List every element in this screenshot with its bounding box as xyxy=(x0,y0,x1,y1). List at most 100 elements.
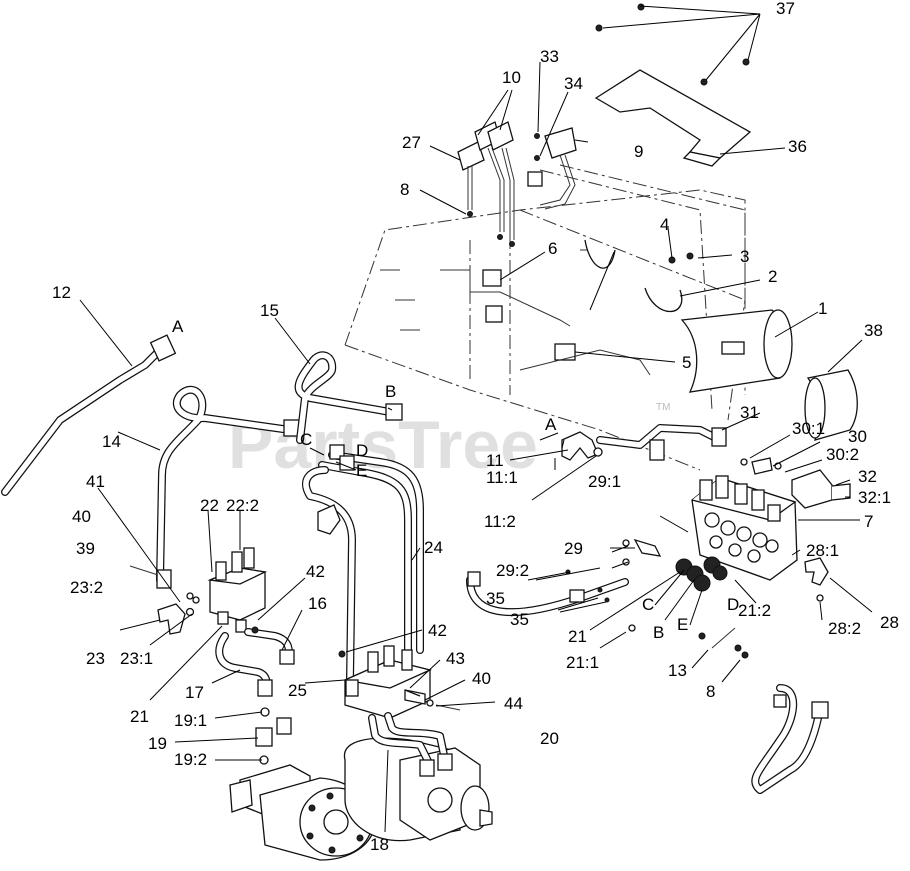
hydraulic-motor-right xyxy=(343,712,493,842)
callout-33: 33 xyxy=(540,47,559,66)
fittings-19 xyxy=(255,707,292,765)
port-letter-b-top: B xyxy=(385,382,396,401)
callout-14: 14 xyxy=(102,432,121,451)
callout-30-1: 30:1 xyxy=(792,419,825,438)
callout-39: 39 xyxy=(76,539,95,558)
leader-lines xyxy=(79,5,873,833)
callout-12: 12 xyxy=(52,283,71,302)
callout-31: 31 xyxy=(740,403,759,422)
callout-21-1: 21:1 xyxy=(566,653,599,672)
callout-11-1: 11:1 xyxy=(486,468,518,487)
callout-40-left: 40 xyxy=(72,507,91,526)
callout-38: 38 xyxy=(864,321,883,340)
callout-27: 27 xyxy=(402,133,421,152)
callout-11-2: 11:2 xyxy=(484,512,516,531)
callout-8-bottom: 8 xyxy=(706,682,715,701)
port-letter-c-bottom: C xyxy=(642,595,654,614)
callout-13: 13 xyxy=(668,661,687,680)
callout-35-upper: 35 xyxy=(486,589,505,608)
callout-18: 18 xyxy=(370,835,389,854)
callout-42-upper: 42 xyxy=(306,562,325,581)
callout-21-right: 21 xyxy=(568,627,587,646)
callout-3: 3 xyxy=(740,247,749,266)
valve-block-25 xyxy=(342,645,432,719)
callout-1: 1 xyxy=(818,299,827,318)
callout-41: 41 xyxy=(86,472,105,491)
callout-11: 11 xyxy=(486,451,504,470)
screws xyxy=(595,3,750,86)
callout-23-2: 23:2 xyxy=(70,578,103,597)
callout-30-2: 30:2 xyxy=(826,445,859,464)
callout-15: 15 xyxy=(260,301,279,320)
callout-8-top: 8 xyxy=(400,180,409,199)
control-levers xyxy=(457,121,577,247)
linkage-parts xyxy=(440,239,694,376)
callout-labels: 1 2 3 4 5 6 7 8 8 9 10 11 11:1 11:2 12 1… xyxy=(52,0,899,854)
port-letter-a-mid: A xyxy=(545,415,557,434)
port-letter-d-bottom: D xyxy=(727,595,739,614)
callout-35-lower: 35 xyxy=(510,610,529,629)
hydraulic-motor-left xyxy=(229,764,376,861)
callout-28: 28 xyxy=(880,613,899,632)
callout-42-lower: 42 xyxy=(428,621,447,640)
callout-24: 24 xyxy=(424,538,443,557)
callout-22: 22 xyxy=(200,496,219,515)
callout-29-1: 29:1 xyxy=(588,472,621,491)
port-letter-d-top: D xyxy=(356,441,368,460)
port-letter-e-bottom: E xyxy=(677,615,688,634)
callout-21-2: 21:2 xyxy=(738,601,771,620)
callout-36: 36 xyxy=(788,137,807,156)
callout-17: 17 xyxy=(185,683,204,702)
callout-19: 19 xyxy=(148,734,167,753)
callout-19-2: 19:2 xyxy=(174,750,207,769)
callout-40-right: 40 xyxy=(472,669,491,688)
elbow-fitting xyxy=(561,431,603,461)
callout-5: 5 xyxy=(682,353,691,372)
callout-32-1: 32:1 xyxy=(858,488,891,507)
callout-37: 37 xyxy=(776,0,795,18)
callout-4: 4 xyxy=(660,215,669,234)
return-tube xyxy=(596,424,727,461)
callout-32: 32 xyxy=(858,467,877,486)
callout-43: 43 xyxy=(446,649,465,668)
callout-2: 2 xyxy=(768,267,777,286)
port-letter-b-bottom: B xyxy=(653,623,664,642)
port-letter-e-top: E xyxy=(356,461,367,480)
tube-24 xyxy=(302,444,424,684)
callout-6: 6 xyxy=(548,239,557,258)
tube-15 xyxy=(294,351,403,444)
callout-25: 25 xyxy=(288,681,307,700)
callout-28-2: 28:2 xyxy=(828,619,861,638)
callout-28-1: 28:1 xyxy=(806,541,839,560)
callout-34: 34 xyxy=(564,74,583,93)
callout-23-1: 23:1 xyxy=(120,649,153,668)
callout-21-left: 21 xyxy=(130,707,149,726)
callout-19-1: 19:1 xyxy=(174,711,207,730)
valve-block-22 xyxy=(207,504,341,633)
top-bracket xyxy=(594,69,752,167)
cylinder xyxy=(680,309,793,393)
hose-12 xyxy=(1,334,177,496)
callout-7: 7 xyxy=(864,512,873,531)
hose-35 xyxy=(466,571,629,617)
control-valve xyxy=(633,457,851,592)
port-letter-a-top: A xyxy=(172,317,184,336)
elbow-23 xyxy=(157,603,195,635)
cylinder-cap xyxy=(804,369,858,441)
hose-28 xyxy=(751,594,829,794)
callout-20: 20 xyxy=(540,729,559,748)
callout-16: 16 xyxy=(308,594,327,613)
callout-9: 9 xyxy=(634,142,643,161)
callout-44: 44 xyxy=(504,694,523,713)
callout-22-2: 22:2 xyxy=(226,496,259,515)
callout-29-2: 29:2 xyxy=(496,561,529,580)
callout-23: 23 xyxy=(86,649,105,668)
callout-30: 30 xyxy=(848,427,867,446)
callout-29: 29 xyxy=(564,539,583,558)
port-letters: A A B C D E B C D E xyxy=(172,317,739,642)
tube-16-17 xyxy=(215,628,295,697)
hardware xyxy=(129,539,749,711)
port-letter-c-top: C xyxy=(300,430,312,449)
watermark-tm: TM xyxy=(656,402,670,413)
